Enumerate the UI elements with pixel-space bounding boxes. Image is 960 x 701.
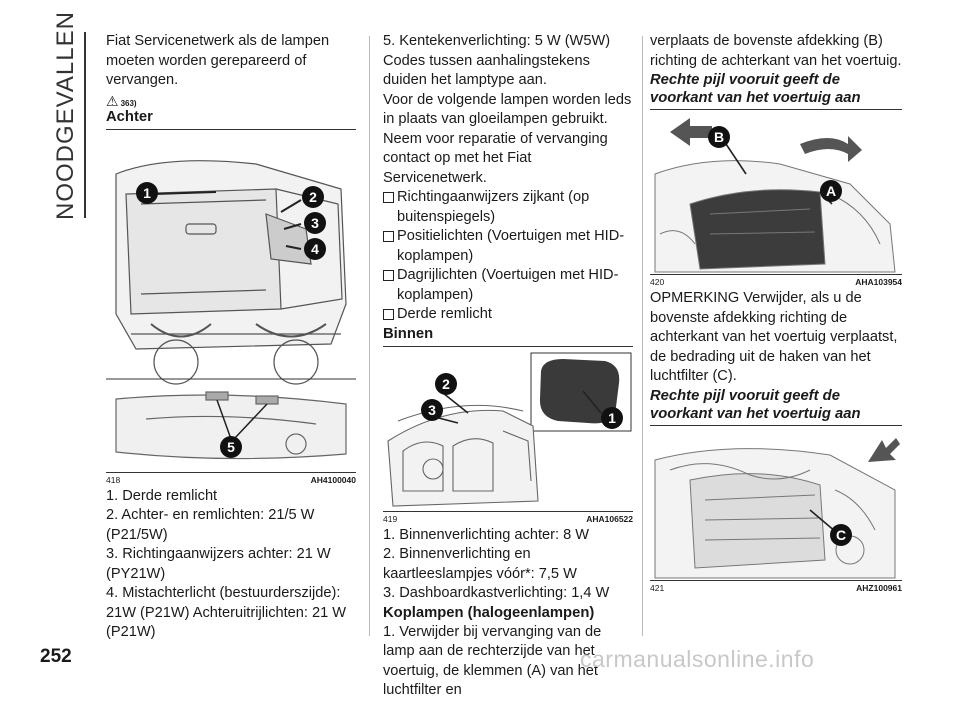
bullet-item: Richtingaanwijzers zijkant (op buitenspi…: [383, 188, 633, 227]
list-item: 2. Achter- en remlichten: 21/5 W (P21/5W…: [106, 507, 315, 543]
figure-image: B A: [650, 114, 902, 274]
list-item: 2. Binnenverlichting en kaartleeslampjes…: [383, 546, 577, 582]
heading-rule: [650, 109, 902, 110]
callout-2: 2: [302, 185, 324, 208]
air-filter-wiring-illustration: [654, 437, 900, 578]
figure-number: 420: [650, 277, 665, 287]
heading-rule: [106, 128, 356, 130]
column-1: Fiat Servicenetwerk als de lampen moeten…: [106, 32, 356, 643]
list-item: 1. Binnenverlichting achter: 8 W: [383, 526, 590, 543]
callout-b: B: [708, 126, 730, 148]
watermark: carmanualsonline.info: [580, 646, 815, 672]
figure-caption: 421 AHZ100961: [650, 583, 902, 595]
figure-number: 419: [383, 513, 398, 524]
figure-caption: 418 AH4100040: [106, 475, 356, 487]
figure-image: 2 3 1: [383, 351, 633, 511]
bullet-text: Positielichten (Voertuigen met HID-kopla…: [397, 228, 625, 264]
cabin-interior-illustration: [387, 352, 632, 507]
section-heading: Binnen: [383, 325, 434, 342]
checkbox-bullet-icon: [383, 192, 394, 203]
warning-ref-number: 363): [120, 98, 137, 108]
list-item: 3. Dashboardkastverlichting: 1,4 W: [383, 585, 610, 601]
figure-heading: Rechte pijl vooruit geeft de voorkant va…: [650, 387, 861, 422]
callout-a: A: [820, 180, 842, 202]
callout-1: 1: [601, 406, 623, 429]
column-2: 5. Kentekenverlichting: 5 W (W5W) Codes …: [383, 32, 633, 701]
section-tab-label: NOODGEVALLEN: [52, 11, 79, 220]
warning-reference: ⚠ 363): [106, 94, 356, 108]
figure-code: AHA103954: [855, 277, 902, 287]
figure-code: AHZ100961: [856, 582, 902, 593]
figure-caption: 420 AHA103954: [650, 277, 902, 289]
list-item: 3. Richtingaanwijzers achter: 21 W (PY21…: [106, 546, 331, 582]
figure-code: AH4100040: [310, 474, 356, 485]
paragraph: Voor de volgende lampen worden leds in p…: [383, 91, 632, 186]
column-divider: [369, 36, 370, 636]
figure-419: 2 3 1: [383, 351, 633, 512]
heading-rule: [650, 424, 902, 426]
figure-number: 421: [650, 582, 665, 593]
column-divider: [642, 36, 643, 636]
callout-3: 3: [304, 211, 326, 234]
bullet-text: Richtingaanwijzers zijkant (op buitenspi…: [397, 189, 590, 225]
figure-code: AHA106522: [586, 513, 633, 524]
figure-image: 1 2 3 4 5: [106, 134, 356, 472]
figure-image: C: [650, 430, 902, 580]
bullet-text: Dagrijlichten (Voertuigen met HID-koplam…: [397, 267, 619, 303]
paragraph: 5. Kentekenverlichting: 5 W (W5W) Codes …: [383, 33, 611, 88]
section-heading: Koplampen (halogeenlampen): [383, 604, 595, 621]
column-3: verplaats de bovenste afdekking (B) rich…: [650, 32, 902, 595]
section-tab-bar: [84, 32, 86, 218]
callout-3: 3: [421, 398, 443, 421]
list-item: 1. Derde remlicht: [106, 487, 218, 504]
figure-420: B A: [650, 114, 902, 275]
paragraph: 1. Verwijder bij vervanging van de lamp …: [383, 623, 602, 699]
checkbox-bullet-icon: [383, 309, 394, 320]
figure-421: C: [650, 430, 902, 581]
bullet-text: Derde remlicht: [397, 306, 492, 322]
list-item: 4. Mistachterlicht (bestuurderszijde): 2…: [106, 585, 347, 640]
section-tab: NOODGEVALLEN: [40, 11, 92, 220]
figure-418: 1 2 3 4 5: [106, 134, 356, 473]
checkbox-bullet-icon: [383, 231, 394, 242]
air-filter-cover-illustration: [654, 118, 896, 273]
page-number: 252: [40, 646, 72, 667]
figure-heading: Rechte pijl vooruit geeft de voorkant va…: [650, 72, 861, 106]
bullet-item: Dagrijlichten (Voertuigen met HID-koplam…: [383, 266, 633, 305]
callout-1: 1: [136, 181, 158, 204]
paragraph: verplaats de bovenste afdekking (B) rich…: [650, 33, 902, 69]
callout-2: 2: [435, 372, 457, 395]
warning-triangle-icon: ⚠: [106, 92, 119, 109]
paragraph: OPMERKING Verwijder, als u de bovenste a…: [650, 290, 898, 384]
callout-4: 4: [304, 237, 326, 260]
heading-rule: [383, 345, 633, 347]
section-heading: Achter: [106, 108, 153, 125]
truck-rear-illustration: [106, 159, 356, 459]
figure-caption: 419 AHA106522: [383, 514, 633, 526]
intro-text: Fiat Servicenetwerk als de lampen moeten…: [106, 33, 330, 88]
figure-number: 418: [106, 474, 121, 485]
callout-5: 5: [220, 435, 242, 458]
checkbox-bullet-icon: [383, 270, 394, 281]
bullet-item: Derde remlicht: [383, 305, 633, 325]
callout-c: C: [830, 523, 852, 546]
bullet-item: Positielichten (Voertuigen met HID-kopla…: [383, 227, 633, 266]
